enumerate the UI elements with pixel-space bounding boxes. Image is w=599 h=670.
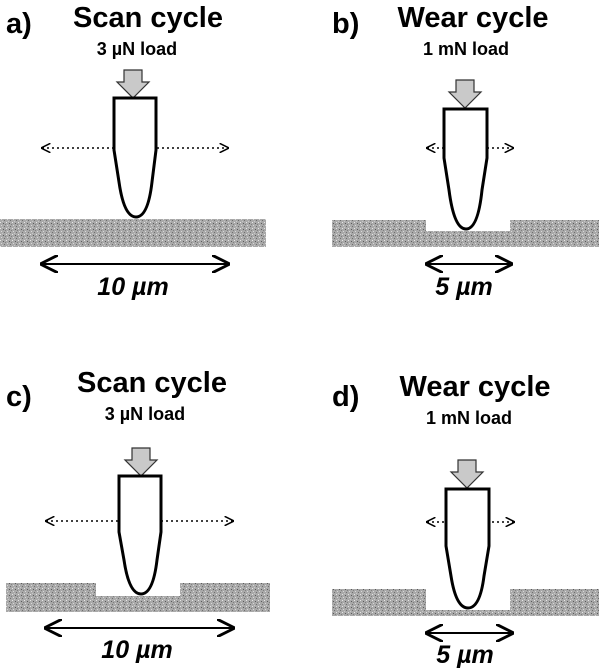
panel-title: Scan cycle (73, 2, 223, 34)
load-label: 1 mN load (426, 408, 512, 428)
dimension-label: 5 µm (436, 641, 493, 669)
probe-tip (112, 96, 158, 219)
panel-title: Scan cycle (77, 367, 227, 399)
probe-tip (117, 474, 163, 596)
panel-letter: d) (332, 381, 359, 413)
dimension-label: 5 µm (435, 273, 492, 301)
load-arrow-icon (115, 69, 151, 99)
dimension-label: 10 µm (97, 273, 168, 301)
panel-letter: a) (6, 8, 32, 40)
probe-tip (442, 107, 489, 231)
load-label: 3 µN load (105, 404, 185, 424)
load-arrow-icon (447, 79, 483, 109)
substrate (332, 589, 599, 616)
substrate (0, 219, 266, 247)
load-label: 3 µN load (97, 39, 177, 59)
dimension-label: 10 µm (101, 636, 172, 664)
panel-title: Wear cycle (397, 2, 548, 34)
probe-tip (444, 487, 491, 610)
substrate (6, 583, 270, 612)
panel-b: b) Wear cycle 1 mN load 5 µm (332, 2, 599, 301)
load-arrow-icon (123, 447, 159, 477)
panel-d: d) Wear cycle 1 mN load 5 µm (332, 371, 599, 669)
load-label: 1 mN load (423, 39, 509, 59)
panel-letter: b) (332, 8, 359, 40)
panel-c: c) Scan cycle 3 µN load 10 µm (6, 367, 270, 664)
panel-a: a) Scan cycle 3 µN load 10 µm (0, 2, 266, 301)
panel-title: Wear cycle (399, 371, 550, 403)
load-arrow-icon (449, 459, 485, 489)
panel-letter: c) (6, 381, 32, 413)
substrate (332, 220, 599, 247)
